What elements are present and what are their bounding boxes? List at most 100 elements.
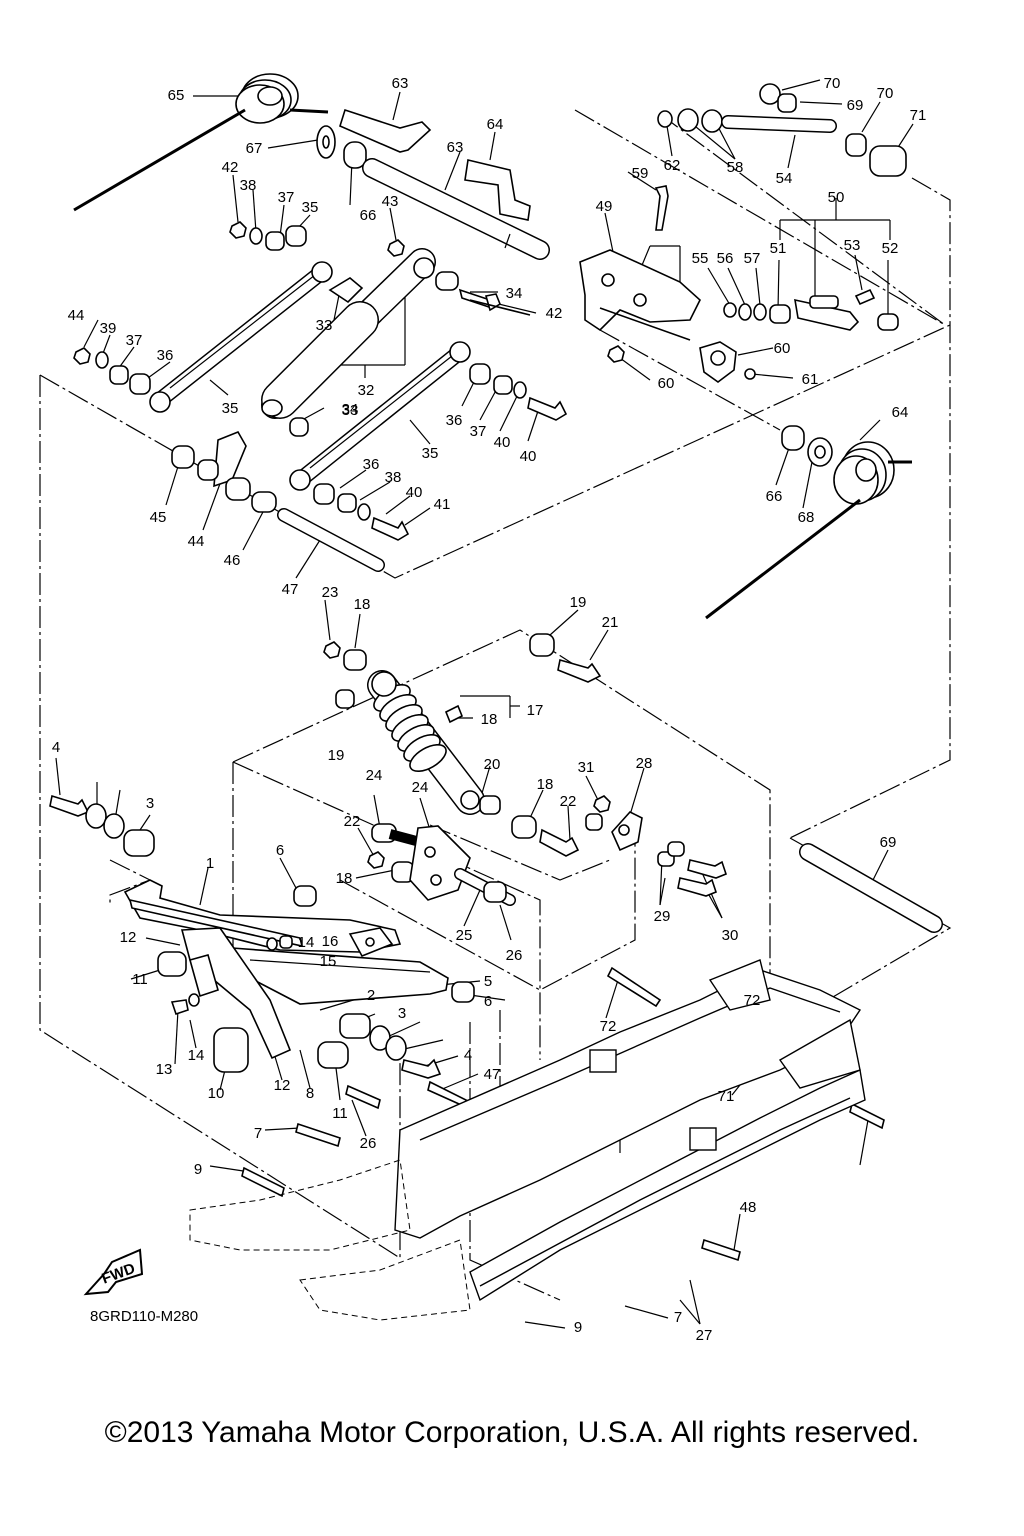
nut-55 xyxy=(607,345,625,363)
clip-57 xyxy=(744,368,756,380)
nut-53b xyxy=(701,109,723,133)
callout-34: 34 xyxy=(342,401,359,418)
callout-70: 70 xyxy=(877,85,894,102)
rail-front-ghost xyxy=(189,1159,411,1251)
callout-51: 51 xyxy=(770,240,787,257)
nut-40c xyxy=(73,347,91,365)
grease-nipple-48 xyxy=(854,288,876,306)
callout-18: 18 xyxy=(336,870,353,887)
callout-69: 69 xyxy=(880,834,897,851)
collar-10 xyxy=(213,1027,249,1073)
shock-absorber-16 xyxy=(367,670,485,815)
callout-35: 35 xyxy=(222,400,239,417)
washer-37b xyxy=(95,351,109,369)
bolt-29b xyxy=(677,877,717,897)
callout-40: 40 xyxy=(494,434,511,451)
collar-3a xyxy=(123,829,155,857)
callout-49: 49 xyxy=(596,198,613,215)
bolt-9a xyxy=(241,1166,285,1198)
callout-61: 61 xyxy=(802,371,819,388)
callout-31: 31 xyxy=(578,759,595,776)
bolt-29a xyxy=(687,859,727,879)
nut-30 xyxy=(593,795,611,813)
callout-14: 14 xyxy=(188,1047,205,1064)
callout-56: 56 xyxy=(717,250,734,267)
drawing-code: 8GRD110-M280 xyxy=(90,1308,199,1325)
bushing-18b xyxy=(529,633,555,657)
callout-11: 11 xyxy=(332,1105,348,1122)
bushing-35c xyxy=(469,363,491,385)
bushing-18c xyxy=(511,815,537,839)
callout-36: 36 xyxy=(363,456,380,473)
callout-1: 1 xyxy=(206,855,214,872)
callout-62: 62 xyxy=(664,157,681,174)
callout-21: 21 xyxy=(602,614,619,631)
callout-41: 41 xyxy=(434,496,451,513)
bolt-4b xyxy=(401,1058,442,1079)
callout-23: 23 xyxy=(322,584,339,601)
nut-22a xyxy=(323,641,341,659)
callout-66: 66 xyxy=(766,488,783,505)
callout-12: 12 xyxy=(274,1077,291,1094)
callout-63: 63 xyxy=(447,139,464,156)
callout-24: 24 xyxy=(412,779,429,796)
arm-34b xyxy=(289,341,471,491)
seal-71a xyxy=(103,813,125,839)
callout-60: 60 xyxy=(658,375,675,392)
callout-29: 29 xyxy=(654,908,671,925)
callout-45: 45 xyxy=(150,509,167,526)
bushing-35a xyxy=(285,225,307,247)
bushing-6a xyxy=(293,885,317,907)
callout-43: 43 xyxy=(382,193,399,210)
collar-19b xyxy=(479,795,501,815)
callout-42: 42 xyxy=(222,159,239,176)
callout-4: 4 xyxy=(464,1047,472,1064)
nut-22b xyxy=(367,851,385,869)
callout-37: 37 xyxy=(278,189,295,206)
callout-6: 6 xyxy=(276,842,284,859)
shock-31 xyxy=(261,248,436,419)
callout-40: 40 xyxy=(520,448,537,465)
washer-14a xyxy=(266,937,278,951)
callout-36: 36 xyxy=(446,412,463,429)
collar-28b xyxy=(667,841,685,857)
callout-55: 55 xyxy=(692,250,709,267)
callout-3: 3 xyxy=(398,1005,406,1022)
callout-22: 22 xyxy=(344,813,361,830)
torsion-spring-62 xyxy=(73,73,329,212)
bolt-38b xyxy=(371,516,410,541)
bolt-7a xyxy=(295,1122,341,1148)
callout-67: 67 xyxy=(246,140,263,157)
washer-37a xyxy=(249,227,263,245)
callout-8: 8 xyxy=(306,1085,314,1102)
bolt-4a xyxy=(49,794,90,817)
callout-25: 25 xyxy=(456,927,473,944)
callout-24: 24 xyxy=(366,767,383,784)
bushing-42b xyxy=(251,491,277,513)
callout-19: 19 xyxy=(570,594,587,611)
slide-rails xyxy=(189,959,866,1321)
callout-12: 12 xyxy=(120,929,137,946)
callout-16: 16 xyxy=(322,933,339,950)
bolt-54 xyxy=(654,185,669,231)
washer-58 xyxy=(657,110,673,128)
callout-53: 53 xyxy=(844,237,861,254)
upper-arm-assembly xyxy=(73,73,912,620)
bolt-39 xyxy=(469,299,531,316)
callout-47: 47 xyxy=(484,1066,501,1083)
callout-10: 10 xyxy=(208,1085,225,1102)
callout-9: 9 xyxy=(194,1161,202,1178)
callout-36: 36 xyxy=(157,347,174,364)
callout-18: 18 xyxy=(354,596,371,613)
washer-37d xyxy=(357,503,371,521)
callout-18: 18 xyxy=(537,776,554,793)
bushing-18a xyxy=(343,649,367,671)
callout-64: 64 xyxy=(892,404,909,421)
callout-4: 4 xyxy=(52,739,60,756)
washer-51 xyxy=(738,303,752,321)
bolt-44b xyxy=(701,1238,741,1262)
rear-shock-assembly xyxy=(323,633,727,906)
bushing-35d xyxy=(313,483,335,505)
callout-14: 14 xyxy=(298,934,315,951)
bracket-60b xyxy=(464,159,531,221)
